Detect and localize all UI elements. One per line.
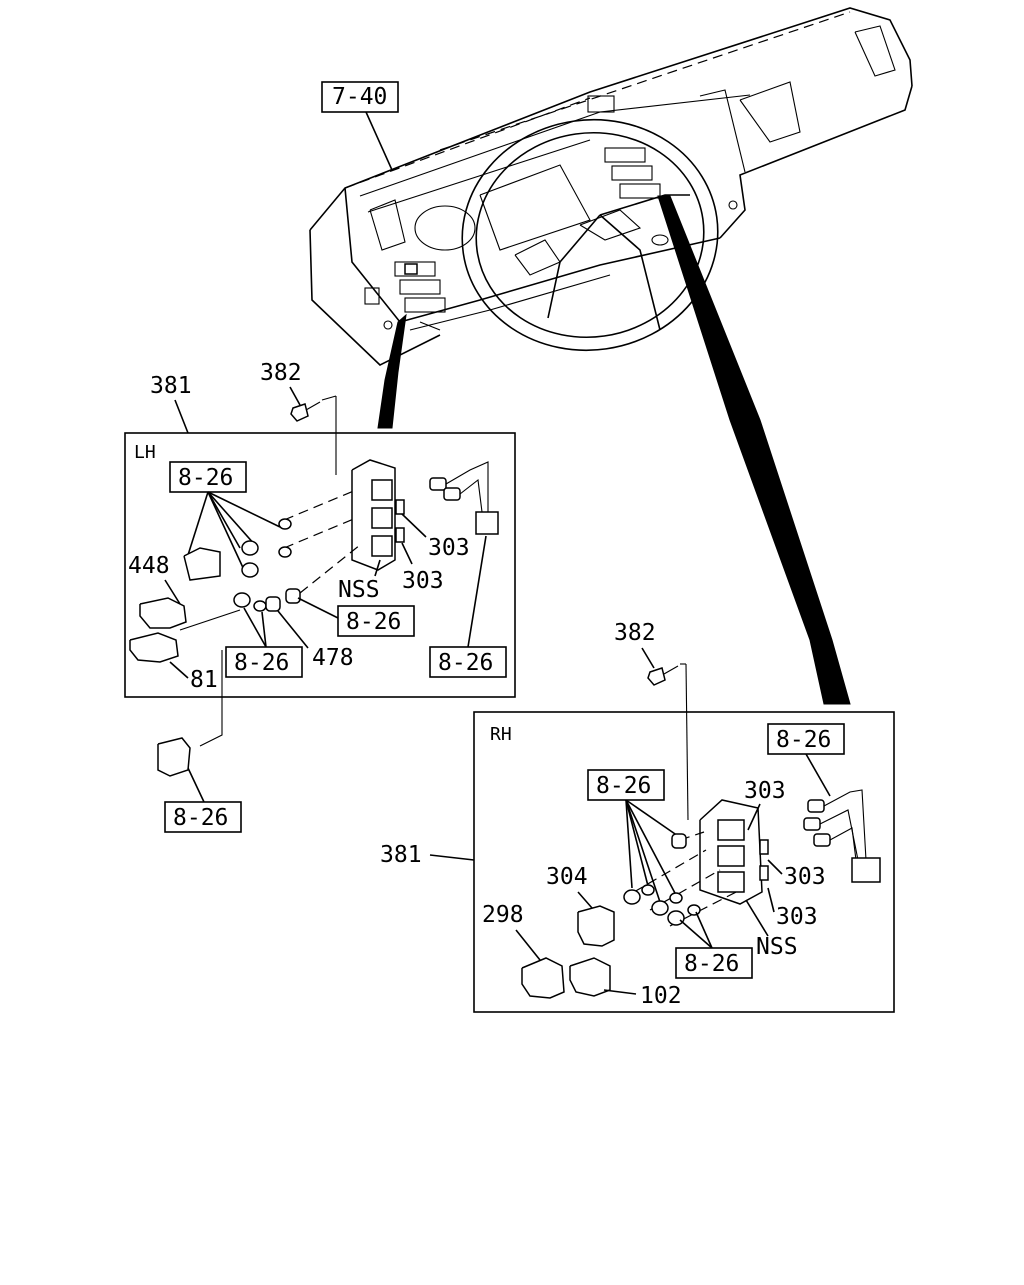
svg-text:7-40: 7-40 (332, 84, 387, 110)
lh-label-81: 81 (190, 667, 218, 693)
lh-label-303-b: 303 (402, 568, 444, 594)
rh-label-304: 304 (546, 864, 588, 890)
lh-label-nss: NSS (338, 577, 380, 603)
lh-ref-clip: 8-26 (173, 805, 228, 831)
lh-ref-top: 8-26 (178, 465, 233, 491)
dashboard-ref-box: 7-40 (321, 81, 399, 171)
rh-label-303-c: 303 (776, 904, 818, 930)
rh-label-102: 102 (640, 983, 682, 1009)
rh-label-298: 298 (482, 902, 524, 928)
lh-panel: LH 381 382 8-26 (124, 360, 516, 833)
lh-callout-wedge (377, 313, 407, 429)
lh-label-303-a: 303 (428, 535, 470, 561)
rh-label-nss: NSS (756, 934, 798, 960)
svg-text:RH: RH (490, 724, 512, 745)
lh-label-448: 448 (128, 553, 170, 579)
lh-label-382: 382 (260, 360, 302, 386)
rh-label-381: 381 (380, 842, 422, 868)
rh-label-303-a: 303 (744, 778, 786, 804)
rh-ref-lower: 8-26 (684, 951, 739, 977)
rh-ref-connector: 8-26 (776, 727, 831, 753)
dashboard-drawing (309, 7, 913, 366)
lh-ref-mid: 8-26 (346, 609, 401, 635)
lh-ref-lower: 8-26 (234, 650, 289, 676)
svg-text:LH: LH (134, 442, 156, 463)
rh-label-382: 382 (614, 620, 656, 646)
rh-ref-top: 8-26 (596, 773, 651, 799)
rh-panel: RH 381 382 8-26 (380, 620, 895, 1013)
rh-callout-wedge (657, 195, 851, 705)
lh-label-478: 478 (312, 645, 354, 671)
rh-label-303-b: 303 (784, 864, 826, 890)
lh-ref-connector: 8-26 (438, 650, 493, 676)
lh-label-381: 381 (150, 373, 192, 399)
